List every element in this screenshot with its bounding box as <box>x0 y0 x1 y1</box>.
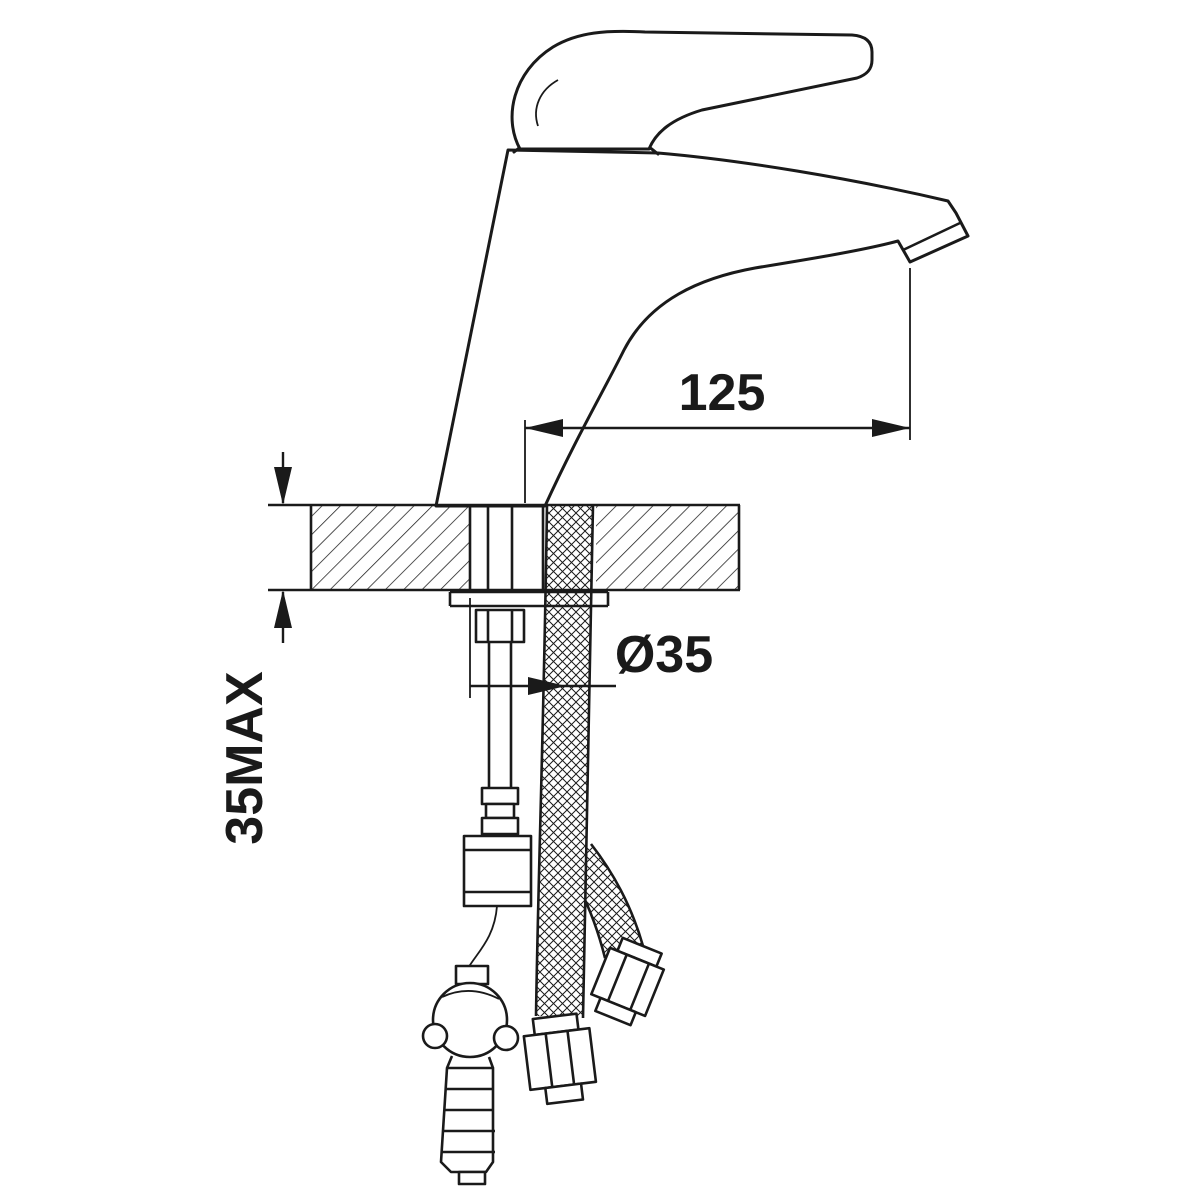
dimension-label-spout-reach: 125 <box>679 364 766 422</box>
deck-hatch-right <box>596 506 738 589</box>
flange-washer <box>448 590 610 608</box>
dimension-spout-reach: 125 <box>524 268 911 503</box>
aerator-icon <box>902 221 961 252</box>
threaded-shank <box>486 505 514 592</box>
arrowhead-icon <box>528 677 566 695</box>
dimension-hole-diameter: Ø35 <box>469 598 713 698</box>
dimension-label-deck-thickness: 35MAX <box>216 671 274 845</box>
faucet <box>434 29 970 508</box>
arrowhead-left-icon <box>525 419 563 437</box>
stud-collar <box>480 786 520 806</box>
mounting-stud <box>487 642 513 788</box>
mounting-nut <box>474 608 526 644</box>
lever-handle <box>510 29 874 151</box>
extension-line <box>524 268 911 503</box>
dimension-label-hole-diameter: Ø35 <box>615 626 713 684</box>
hose-barb-fitting <box>421 964 520 1186</box>
deck-hatch-left <box>312 506 469 589</box>
faucet-body-spout <box>434 148 970 508</box>
hose-nut-main <box>522 1012 598 1106</box>
mounting-hardware <box>421 505 610 1186</box>
arrowhead-down-icon <box>274 467 292 505</box>
hose-nut-right <box>589 936 666 1027</box>
connector-socket <box>462 834 533 908</box>
mounting-hole-edges <box>468 505 545 590</box>
dimension-deck-thickness: 35MAX <box>216 452 292 845</box>
supply-hoses <box>522 504 666 1106</box>
deck-section <box>268 503 741 592</box>
arrowhead-right-icon <box>872 419 910 437</box>
arrowhead-up-icon <box>274 590 292 628</box>
braided-hose-main <box>534 504 595 1019</box>
handle-detail <box>535 79 559 127</box>
deck-outline <box>268 503 741 592</box>
